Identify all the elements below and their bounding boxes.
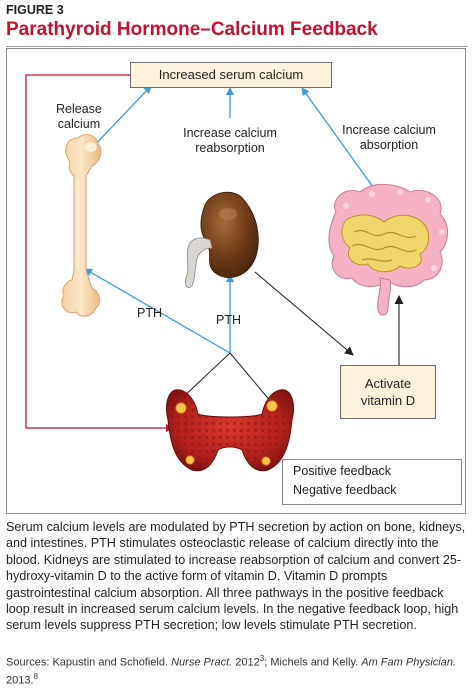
release-calcium-line-1: Release (56, 102, 102, 116)
figure-label: FIGURE 3 (6, 3, 64, 17)
absorption-line-1: Increase calcium (342, 123, 436, 137)
increase-absorption-label: Increase calcium absorption (330, 123, 448, 153)
pth-to-bone-arrow (84, 268, 231, 354)
intestine-to-calcium-arrow (301, 87, 379, 195)
diagram-artwork (25, 74, 454, 491)
source-year-2: 2013. (6, 674, 34, 687)
sources-prefix: Sources: Kapustin and Schofield. (6, 656, 172, 669)
legend-positive-label: Positive feedback (293, 464, 391, 478)
vitamin-line-2: vitamin D (360, 393, 416, 408)
parathyroid-gland (261, 456, 271, 466)
figure-caption: Serum calcium levels are modulated by PT… (6, 520, 466, 633)
absorption-line-2: absorption (359, 138, 419, 152)
increase-reabsorption-label: Increase calcium reabsorption (172, 126, 288, 156)
parathyroid-gland (266, 400, 278, 412)
figure-title: Parathyroid Hormone–Calcium Feedback (6, 19, 378, 40)
release-calcium-line-2: calcium (57, 117, 101, 131)
vitamin-line-1: Activate (364, 376, 412, 391)
source-journal-1: Nurse Pract. (171, 656, 233, 669)
title-divider (6, 46, 468, 47)
parathyroid-gland (185, 455, 195, 465)
thyroid-right-lead (229, 352, 273, 404)
activate-vitamin-d-box: Activate vitamin D (340, 365, 436, 419)
negative-feedback-line (25, 74, 174, 432)
figure-sources: Sources: Kapustin and Schofield. Nurse P… (6, 652, 468, 687)
thyroid-illustration (166, 389, 294, 472)
parathyroid-gland (175, 402, 187, 414)
kidney-to-vitamin-arrow (254, 271, 354, 356)
pth-center-label: PTH (216, 313, 241, 327)
reabsorption-line-1: Increase calcium (183, 126, 277, 140)
source-year-1: 2012 (232, 656, 260, 669)
kidney-illustration (185, 191, 259, 288)
bone-illustration (61, 134, 102, 317)
source-ref-2: 8 (33, 671, 38, 681)
intestine-illustration (328, 184, 448, 316)
legend-negative-label: Negative feedback (293, 483, 397, 497)
reabsorption-line-2: reabsorption (195, 141, 265, 155)
legend: Positive feedback Negative feedback (282, 459, 462, 505)
thyroid-left-lead (179, 352, 231, 401)
sources-middle: ; Michels and Kelly. (264, 656, 362, 669)
pth-left-label: PTH (137, 306, 162, 320)
increased-serum-calcium-box: Increased serum calcium (130, 62, 332, 88)
source-ref-1: 3 (259, 654, 265, 663)
source-journal-2: Am Fam Physician. (361, 656, 456, 669)
bone-to-calcium-arrow (91, 85, 152, 149)
release-calcium-label: Release calcium (56, 102, 102, 132)
